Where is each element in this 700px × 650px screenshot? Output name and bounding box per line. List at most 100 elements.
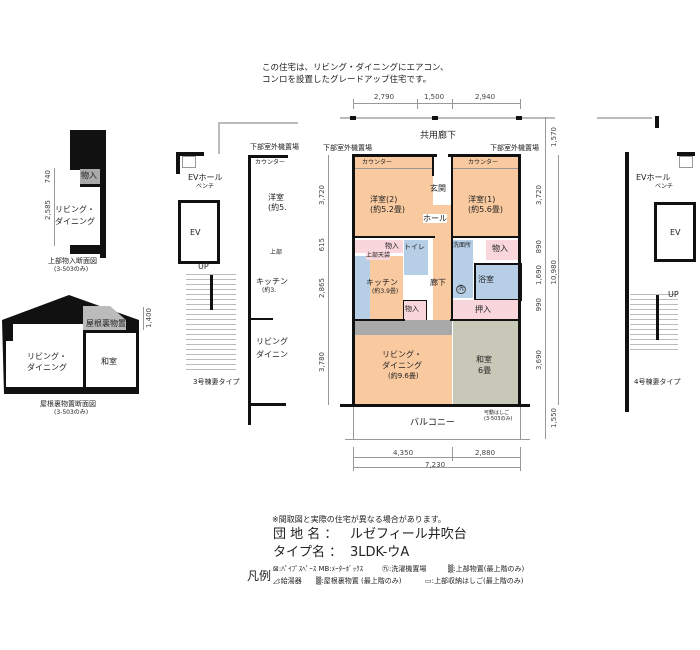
- washitsu-name: 和室: [476, 355, 492, 364]
- dim-top-3: 2,940: [475, 93, 496, 101]
- legend-2-2: ▒:屋根裏物置 (最上階のみ): [316, 577, 402, 585]
- type-label: タイプ名 ：: [273, 545, 343, 560]
- notice-line1: この住宅は、リビング・ダイニングにエアコン、: [262, 63, 449, 73]
- section2-caption: 屋根裏物置断面図: [40, 400, 96, 408]
- dim-bottom-1: 4,350: [393, 449, 414, 457]
- section2-note: (3-503のみ): [54, 409, 89, 416]
- dim-right-total: 10,980: [550, 260, 558, 285]
- section2-living2: ダイニング: [27, 363, 67, 372]
- outdoor-unit-left: 下部室外機置場: [323, 144, 372, 152]
- type-name: 3LDK-ウA: [350, 545, 410, 560]
- notice-line2: コンロを設置したグレードアップ住宅です。: [262, 75, 432, 85]
- bath-label: 浴室: [478, 275, 494, 284]
- washer-icon: 洗: [456, 285, 467, 294]
- left-living2: ダイニン: [256, 350, 288, 359]
- washitsu-size: 6畳: [478, 366, 492, 375]
- estate-label: 団 地 名 ：: [273, 527, 338, 542]
- bedroom-2: [355, 157, 433, 237]
- dim-left-2: 615: [318, 238, 326, 252]
- legend-2-1: ◿:給湯器: [273, 577, 302, 585]
- left-ev: EV: [190, 228, 201, 237]
- dim-bottom-2: 2,880: [475, 449, 496, 457]
- section1-living2: ダイニング: [55, 217, 95, 226]
- toilet-label: トイレ: [404, 243, 425, 251]
- dim-right-1: 1,570: [550, 127, 558, 148]
- kitchen-counter: [355, 256, 370, 320]
- right-type-label: 4号棟妻タイプ: [634, 378, 681, 386]
- left-ev-hall: EVホール: [188, 173, 223, 182]
- section1-note: (3-503のみ): [54, 266, 89, 273]
- closet: [453, 300, 518, 320]
- pipe-space-icon: [182, 156, 196, 168]
- section1-dim1: 740: [44, 170, 52, 184]
- washroom-label: 洗面所: [453, 242, 472, 249]
- upper-ceiling-label: 上部天袋: [366, 252, 391, 260]
- section2-dim: 1,400: [145, 308, 153, 329]
- counter-left: カウンター: [362, 159, 393, 166]
- left-upper: 上部: [270, 249, 283, 256]
- storage-2-label: 物入: [405, 305, 419, 313]
- dim-right-6: 3,690: [535, 350, 543, 371]
- storage-1-label: 物入: [385, 242, 399, 250]
- dim-right-3: 890: [535, 240, 543, 254]
- section1-dim2: 2,585: [44, 200, 52, 221]
- upper-storage-area: [355, 320, 452, 335]
- left-living1: リビング: [256, 337, 288, 346]
- bedroom-1: [452, 157, 518, 237]
- washroom: [453, 240, 473, 298]
- left-bench: ベンチ: [196, 183, 215, 190]
- dim-bottom-total: 7,230: [425, 461, 446, 469]
- ladder-note-2: (3-503のみ): [484, 416, 513, 422]
- kitchen: [370, 256, 403, 320]
- left-type-label: 3号棟妻タイプ: [193, 378, 240, 386]
- entrance-label: 玄関: [430, 184, 446, 193]
- dim-top-1: 2,790: [374, 93, 395, 101]
- storage-3: [486, 240, 518, 260]
- dim-right-7: 1,550: [550, 408, 558, 429]
- ladder-note-1: 可動はしご: [484, 410, 510, 416]
- bath: [474, 263, 522, 301]
- section1-storage: 物入: [81, 171, 97, 180]
- living-name1: リビング・: [382, 350, 422, 359]
- bedroom2-size: (約5.2畳): [370, 205, 405, 214]
- dim-left-4: 3,780: [318, 352, 326, 373]
- left-up: UP: [198, 262, 209, 271]
- balcony-label: バルコニー: [410, 418, 455, 428]
- kitchen-name: キッチン: [366, 278, 398, 287]
- dim-top-2: 1,500: [424, 93, 445, 101]
- left-bedroom: 洋室: [268, 193, 284, 202]
- hallway-label: 廊下: [430, 278, 446, 287]
- outdoor-unit-right: 下部室外機置場: [490, 144, 539, 152]
- attic-section-drawing: [2, 295, 139, 394]
- left-kitchen: キッチン: [256, 277, 288, 286]
- right-bench: ベンチ: [655, 183, 674, 190]
- dim-right-2: 3,720: [535, 185, 543, 206]
- kitchen-size: (約3.9畳): [372, 288, 399, 295]
- legend-2-3: ▭:上部収納はしご(最上階のみ): [425, 577, 524, 585]
- washitsu: [453, 320, 518, 405]
- estate-name: ルゼフィール井吹台: [350, 527, 467, 542]
- storage-3-label: 物入: [492, 244, 508, 253]
- right-stairs: [630, 290, 678, 352]
- right-up: UP: [668, 290, 679, 299]
- hallway: [433, 205, 452, 320]
- counter-right: カウンター: [468, 159, 499, 166]
- toilet: [404, 240, 428, 275]
- living-size: (約9.6畳): [388, 372, 419, 380]
- corridor-label: 共用廊下: [420, 131, 457, 141]
- legend-title: 凡例: [247, 569, 272, 583]
- left-outdoor: 下部室外機置場: [250, 143, 299, 151]
- legend-1-3: ▒:上部物置(最上階のみ): [448, 565, 525, 573]
- section2-washitsu: 和室: [101, 357, 117, 366]
- hall-label: ホール: [423, 214, 447, 224]
- legend-1-1: ⊠:ﾊﾟｲﾌﾟｽﾍﾟｰｽ MB:ﾒｰﾀｰﾎﾞｯｸｽ: [273, 565, 364, 573]
- living-name2: ダイニング: [382, 361, 422, 370]
- right-pipe-space-icon: [679, 156, 693, 168]
- living-dining: [355, 335, 452, 405]
- storage-1: [355, 240, 403, 253]
- bedroom1-name: 洋室(1): [468, 195, 496, 204]
- dim-left-3: 2,865: [318, 278, 326, 299]
- dim-right-4: 1,690: [535, 265, 543, 286]
- section2-living1: リビング・: [27, 352, 67, 361]
